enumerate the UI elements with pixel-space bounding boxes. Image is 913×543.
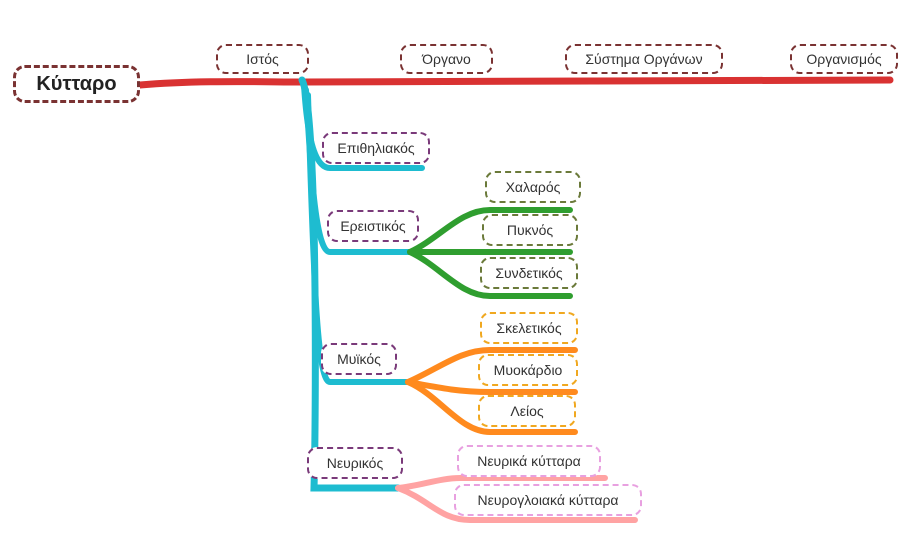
level-node-tissue[interactable]: Ιστός: [216, 44, 309, 74]
tissue-node-connective[interactable]: Ερειστικός: [327, 210, 419, 242]
nerve-branch-line: [395, 485, 638, 523]
tissue-branch-line: [305, 92, 413, 385]
muscle-branch-line: [405, 347, 578, 385]
nerve-node-glial[interactable]: Νευρογλοιακά κύτταρα: [454, 484, 642, 516]
muscle-node-smooth[interactable]: Λείος: [478, 395, 576, 427]
connective-branch-line: [407, 207, 573, 255]
root-node[interactable]: Κύτταρο: [13, 65, 140, 103]
connective-node-dense[interactable]: Πυκνός: [482, 214, 578, 246]
tissue-node-muscle[interactable]: Μυϊκός: [321, 343, 397, 375]
nerve-branch-line: [395, 475, 608, 491]
muscle-branch-line: [405, 379, 578, 435]
level-node-organ-system[interactable]: Σύστημα Οργάνων: [565, 44, 723, 74]
main-branch-line: [136, 76, 894, 89]
connective-node-connective[interactable]: Συνδετικός: [480, 257, 578, 289]
muscle-node-skeletal[interactable]: Σκελετικός: [480, 312, 578, 344]
tissue-node-nervous[interactable]: Νευρικός: [307, 447, 403, 479]
tissue-node-epithelial[interactable]: Επιθηλιακός: [322, 132, 430, 164]
level-node-organ[interactable]: Όργανο: [400, 44, 493, 74]
level-node-organism[interactable]: Οργανισμός: [790, 44, 898, 74]
muscle-branch-line: [405, 379, 578, 395]
muscle-node-myocardium[interactable]: Μυοκάρδιο: [478, 354, 578, 386]
connective-node-loose[interactable]: Χαλαρός: [485, 171, 581, 203]
connective-branch-line: [407, 249, 573, 299]
nerve-node-neurons[interactable]: Νευρικά κύτταρα: [457, 445, 601, 477]
